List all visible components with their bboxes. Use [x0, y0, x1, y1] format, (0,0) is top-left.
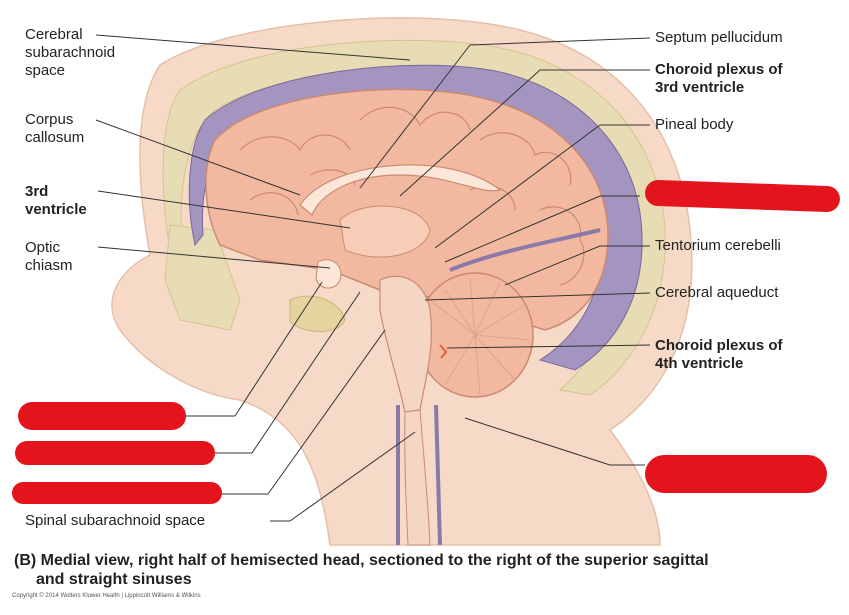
label-cerebral-aqueduct: Cerebral aqueduct: [655, 284, 779, 301]
redaction-mark: [18, 402, 186, 430]
label-line: ventricle: [25, 201, 87, 218]
gyri: [239, 106, 585, 286]
label-line: space: [25, 62, 66, 79]
label-choroid-plexus-4th: Choroid plexus of 4th ventricle: [655, 337, 783, 373]
label-line: 3rd: [25, 183, 49, 200]
figure-caption: (B) Medial view, right half of hemisecte…: [14, 551, 834, 589]
third-ventricle-region: [339, 205, 431, 258]
spinal-meninges: [396, 404, 442, 546]
brainstem: [379, 275, 432, 413]
redaction-mark: [645, 455, 827, 493]
label-pineal-body: Pineal body: [655, 116, 734, 133]
label-corpus-callosum: Corpus callosum: [25, 111, 84, 147]
caption-line: and straight sinuses: [36, 571, 192, 588]
sinus-cavity: [289, 295, 346, 332]
tentorium: [449, 228, 601, 272]
label-third-ventricle: 3rd ventricle: [25, 183, 87, 219]
label-cerebral-subarachnoid: Cerebral subarachnoid space: [25, 26, 115, 80]
redaction-mark: [12, 482, 222, 504]
spinal-cord: [404, 409, 431, 546]
label-line: subarachnoid: [25, 44, 116, 61]
corpus-callosum: [299, 164, 502, 216]
label-line: Optic: [25, 239, 61, 256]
cerebellum: [416, 272, 534, 398]
label-line: Choroid plexus of: [655, 337, 783, 354]
label-line: Cerebral: [25, 26, 83, 43]
label-choroid-plexus-3rd: Choroid plexus of 3rd ventricle: [655, 61, 783, 97]
label-septum-pellucidum: Septum pellucidum: [655, 29, 783, 46]
choroid-plexus-4th-mark: [439, 344, 448, 359]
label-line: chiasm: [25, 257, 73, 274]
label-spinal-subarachnoid: Spinal subarachnoid space: [25, 512, 206, 529]
leader-lines: [95, 34, 651, 522]
label-optic-chiasm: Optic chiasm: [25, 239, 73, 275]
label-line: 3rd ventricle: [655, 79, 745, 96]
redaction-mark: [15, 441, 215, 465]
label-tentorium-cerebelli: Tentorium cerebelli: [655, 237, 781, 254]
label-line: callosum: [25, 129, 85, 146]
label-line: Corpus: [25, 111, 74, 128]
optic-chiasm-shape: [315, 259, 342, 289]
caption-line: (B) Medial view, right half of hemisecte…: [14, 552, 709, 569]
copyright-text: Copyright © 2014 Wolters Kluwer Health |…: [12, 593, 201, 599]
label-line: 4th ventricle: [655, 355, 744, 372]
label-line: Choroid plexus of: [655, 61, 783, 78]
